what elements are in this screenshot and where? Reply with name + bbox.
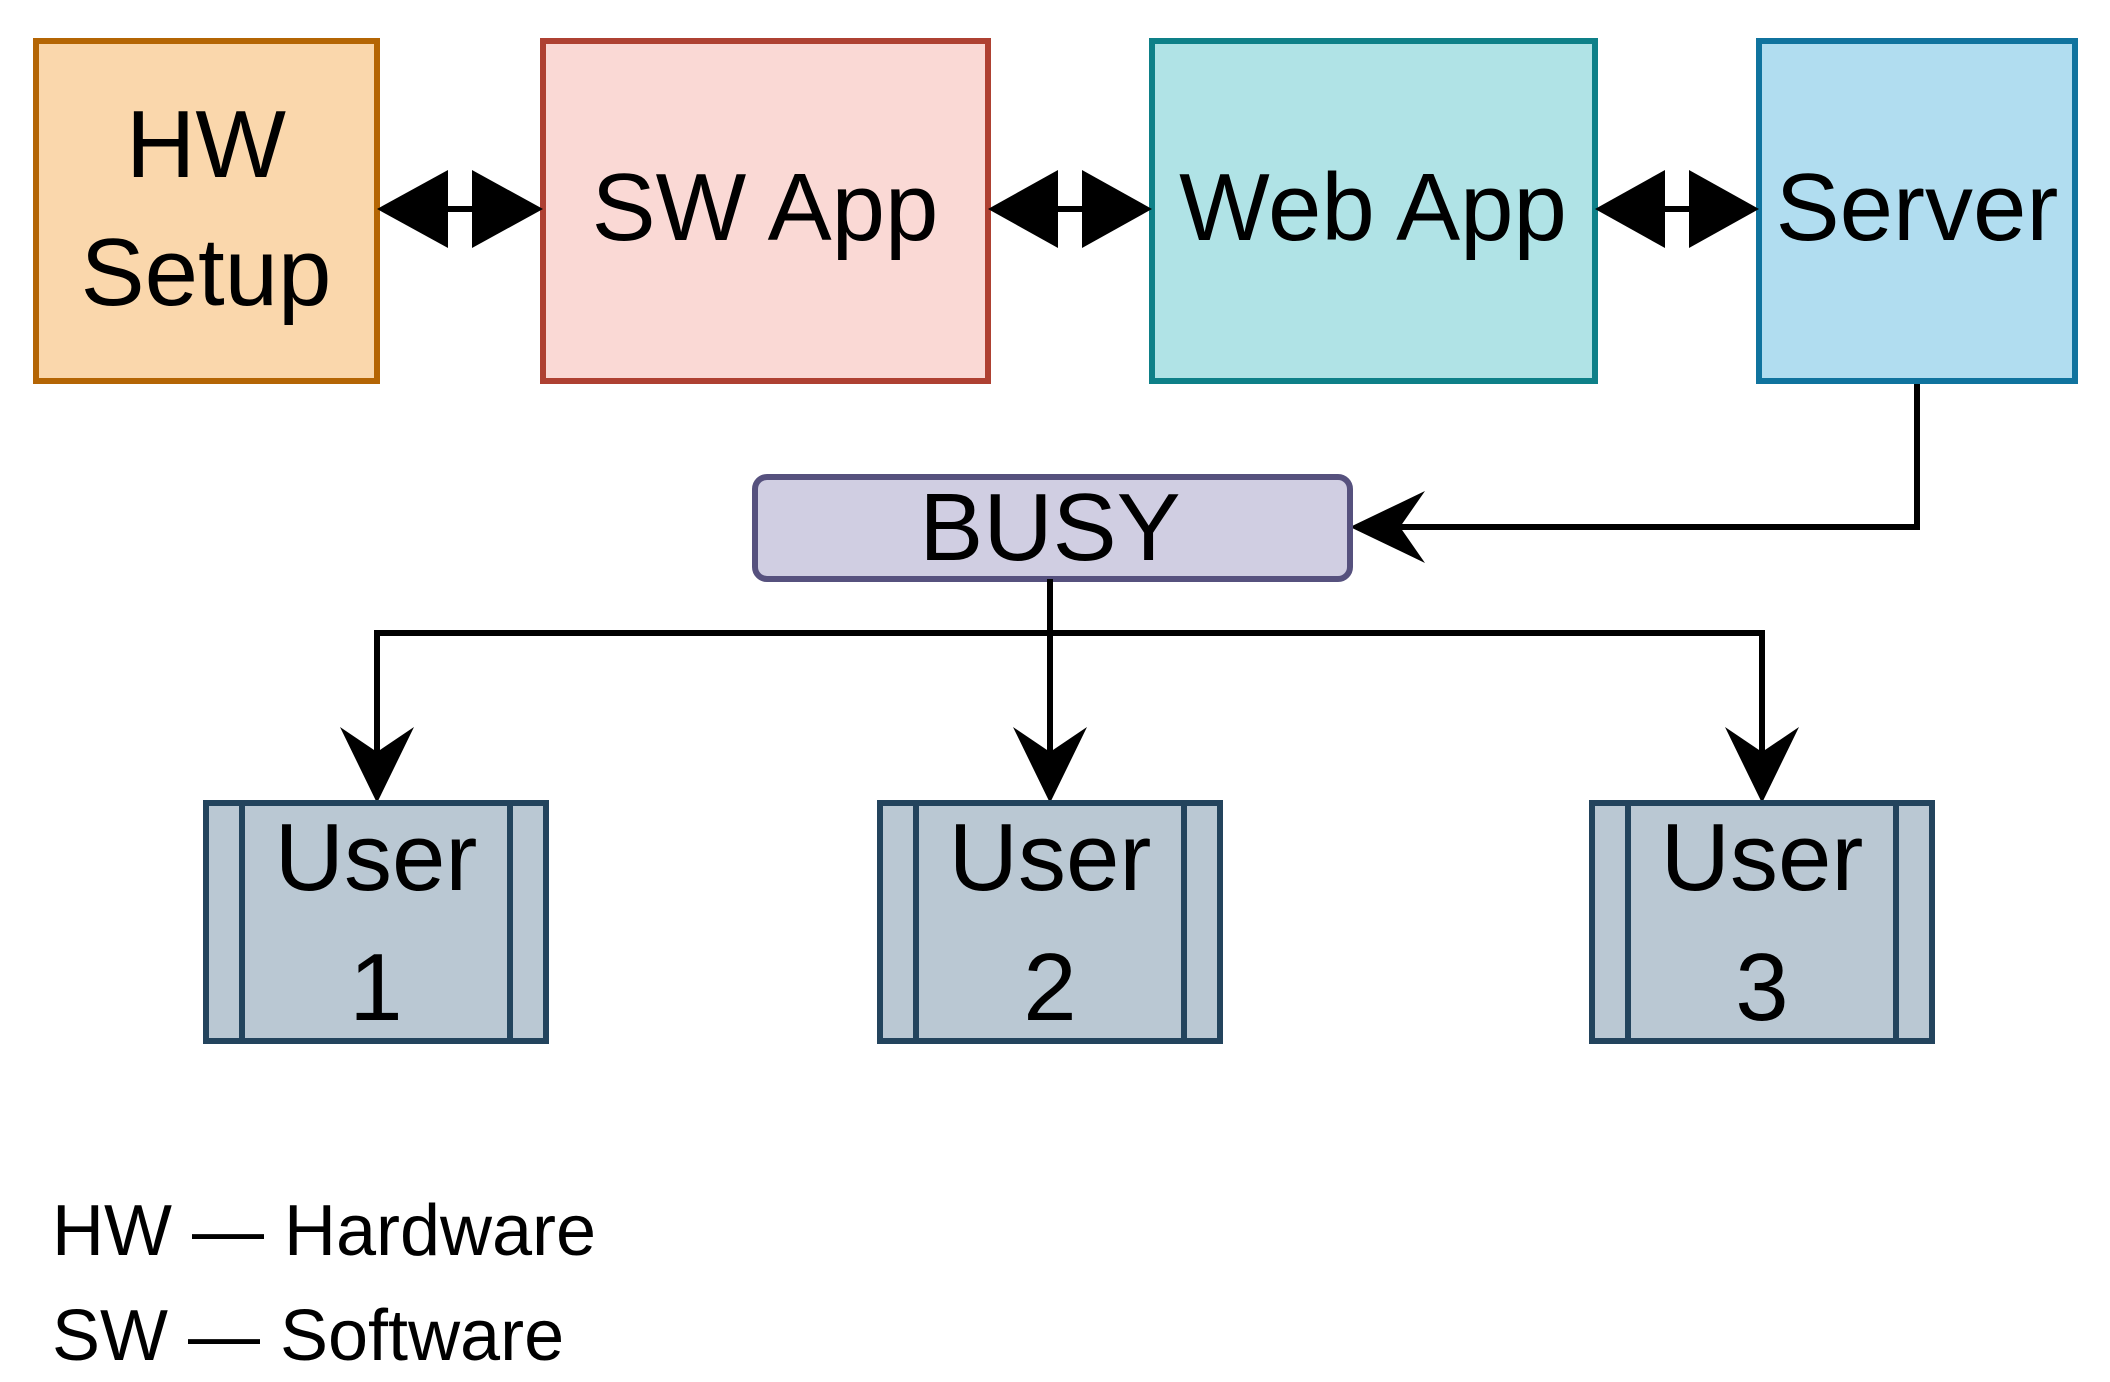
arrow-sw-web — [988, 170, 1152, 248]
server-label: Server — [1776, 154, 2059, 261]
hw-setup-label-line1: HW — [126, 91, 286, 198]
user-3-label-line1: User — [1661, 804, 1864, 911]
server-node: Server — [1756, 38, 2078, 384]
arrow-sw-web-left-head — [988, 170, 1058, 248]
arrow-server-busy — [1350, 384, 1920, 563]
sw-app-box — [540, 38, 991, 384]
user-2-label-line1: User — [949, 804, 1152, 911]
web-app-label: Web App — [1179, 154, 1567, 261]
arrow-web-server — [1595, 170, 1759, 248]
user-2-box — [877, 800, 1223, 1044]
arrows-busy-users — [340, 579, 1799, 803]
legend-sw: SW — Software — [52, 1296, 565, 1376]
hw-setup-label-line2: Setup — [81, 219, 332, 326]
arrow-user3-head — [1725, 727, 1799, 803]
arrow-user2-head — [1013, 727, 1087, 803]
user-1-node: User 1 — [203, 800, 549, 1044]
user-2-label-line2: 2 — [1023, 934, 1076, 1041]
arrow-hw-sw — [377, 170, 543, 248]
arrow-user1-head — [340, 727, 414, 803]
web-app-box — [1149, 38, 1598, 384]
hw-setup-node: HW Setup — [33, 38, 380, 384]
user-3-box — [1589, 800, 1935, 1044]
sw-app-node: SW App — [540, 38, 991, 384]
legend-hw: HW — Hardware — [52, 1191, 597, 1271]
busy-label: BUSY — [919, 474, 1180, 581]
arrow-hw-sw-right-head — [472, 170, 543, 248]
arrow-sw-web-right-head — [1082, 170, 1152, 248]
user-1-label-line2: 1 — [349, 934, 402, 1041]
arrow-server-busy-line — [1380, 384, 1920, 530]
arrow-web-server-right-head — [1689, 170, 1759, 248]
busy-node: BUSY — [752, 474, 1353, 582]
web-app-node: Web App — [1149, 38, 1598, 384]
user-1-box — [203, 800, 549, 1044]
user-3-node: User 3 — [1589, 800, 1935, 1044]
arrow-hw-sw-left-head — [377, 170, 448, 248]
sw-app-label: SW App — [592, 154, 939, 261]
user-1-label-line1: User — [275, 804, 478, 911]
server-box — [1756, 38, 2078, 384]
arrow-server-busy-head — [1350, 491, 1425, 563]
user-3-label-line2: 3 — [1735, 934, 1788, 1041]
user-2-node: User 2 — [877, 800, 1223, 1044]
arrow-web-server-left-head — [1595, 170, 1665, 248]
hw-setup-box — [33, 38, 380, 384]
